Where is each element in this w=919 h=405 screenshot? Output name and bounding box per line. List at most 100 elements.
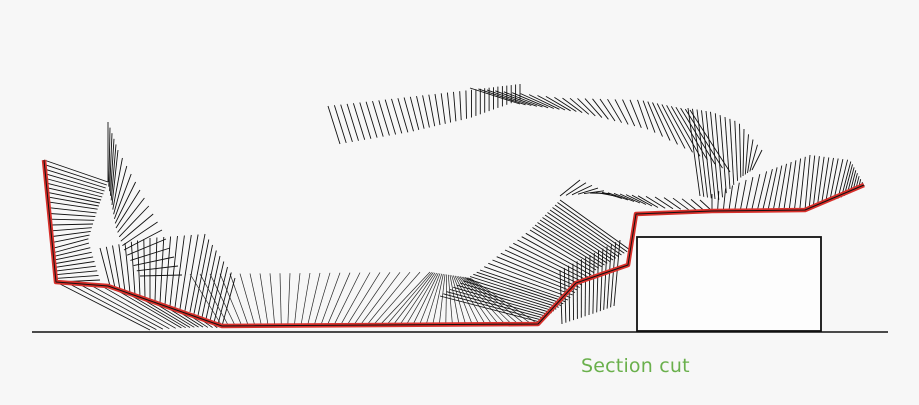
canopy-right-line [537,95,566,111]
left-wall-line [55,256,94,264]
right-hump-line [778,163,787,211]
left-spike-line [136,265,179,272]
central-ramp-line [557,202,628,253]
left-wall-line [56,265,96,272]
right-ribs-line [603,246,608,310]
right-fins-line [742,128,745,177]
canopy-right-line [599,98,616,122]
mid-canopy-line [654,196,674,210]
central-ramp-line [456,284,552,314]
left-wall-line [51,227,92,232]
right-hump-line [840,161,852,198]
canopy-right-line [486,89,532,106]
canopy-left-line [397,98,409,133]
floor-ramp-line [373,271,421,326]
left-wall-line [46,182,103,198]
mid-canopy-line [625,194,647,205]
mid-canopy-line [672,197,689,211]
central-ramp-line [532,227,600,269]
central-ramp-line [476,271,566,303]
central-ramp-line [488,262,573,296]
central-ramp-line [459,282,555,312]
mid-canopy-line [571,184,593,196]
left-wall-line [47,191,100,204]
canopy-right-line [503,91,543,108]
left-spike-line [108,127,111,187]
mid-canopy-line [637,195,659,208]
central-ramp-line [446,291,545,319]
right-fins-line [734,120,738,181]
floor-ramp-line [239,273,256,326]
canopy-right-line [528,94,560,110]
left-wall-line [44,164,107,186]
mid-canopy-line [690,199,705,211]
right-hump-line [793,158,802,211]
central-ramp-line [463,280,557,310]
canopy-left-line [459,91,462,121]
left-block-line [174,235,185,308]
central-ramp-line [484,266,571,298]
floor-ramp-line [353,272,391,326]
mid-canopy-line [681,198,697,211]
left-spike-line [109,138,115,196]
box-volume [636,236,822,332]
canopy-left-line [434,93,441,126]
central-ramp-line [500,252,580,288]
central-ramp-line [439,295,541,323]
right-hump-line [821,157,830,205]
right-fins-line [751,149,763,171]
left-spike-line [111,149,119,206]
central-ramp-line [544,214,614,261]
canopy-left-line [440,93,446,124]
canopy-right-line [607,98,622,123]
central-ramp-line [534,224,602,268]
canopy-right-line [642,100,656,133]
left-spike-line [139,274,183,277]
floor-ramp-line [279,273,282,326]
floor-ramp-line [399,272,436,326]
right-fins-line [696,109,708,198]
right-hump-line [825,157,834,203]
canopy-right-line [562,97,583,113]
right-fins-line [701,110,712,199]
central-ramp-line [559,199,631,251]
right-fins-line [744,134,749,175]
right-hump-line [717,191,720,212]
canopy-left-line [453,91,457,122]
right-hump-line [788,160,797,211]
right-fins-line [739,123,742,178]
right-ribs-line [610,242,617,308]
canopy-right-line [569,97,590,115]
canopy-right-line [495,90,538,107]
left-block-line [169,235,178,307]
right-hump-line [808,155,816,209]
floor-ramp-line [209,273,236,327]
left-spike-line [127,238,167,256]
left-wall-line [54,242,90,253]
canopy-left-line [416,95,425,129]
left-spike-line [115,189,141,229]
left-wall-line [50,218,95,221]
left-rib-line [80,284,164,330]
canopy-left-line [465,90,467,119]
right-hump-line [804,154,811,211]
canopy-left-line [409,96,420,131]
canopy-right-line [670,106,701,157]
left-wall-line [44,168,106,189]
floor-ramp-line [229,273,249,326]
central-ramp-line [479,269,569,301]
mid-canopy-line [607,192,629,201]
left-block-line [99,247,111,287]
right-hump-line [762,168,773,212]
right-fins-line [719,115,727,194]
left-block-line [143,239,146,299]
right-fins-line [724,116,731,190]
left-block-line [184,234,199,311]
floor-ramp-line [320,272,341,326]
left-spike-line [118,205,150,238]
canopy-left-line [340,104,353,143]
floor-ramp-line [386,272,432,326]
canopy-right-line [684,108,723,169]
right-ribs-line [584,257,587,317]
